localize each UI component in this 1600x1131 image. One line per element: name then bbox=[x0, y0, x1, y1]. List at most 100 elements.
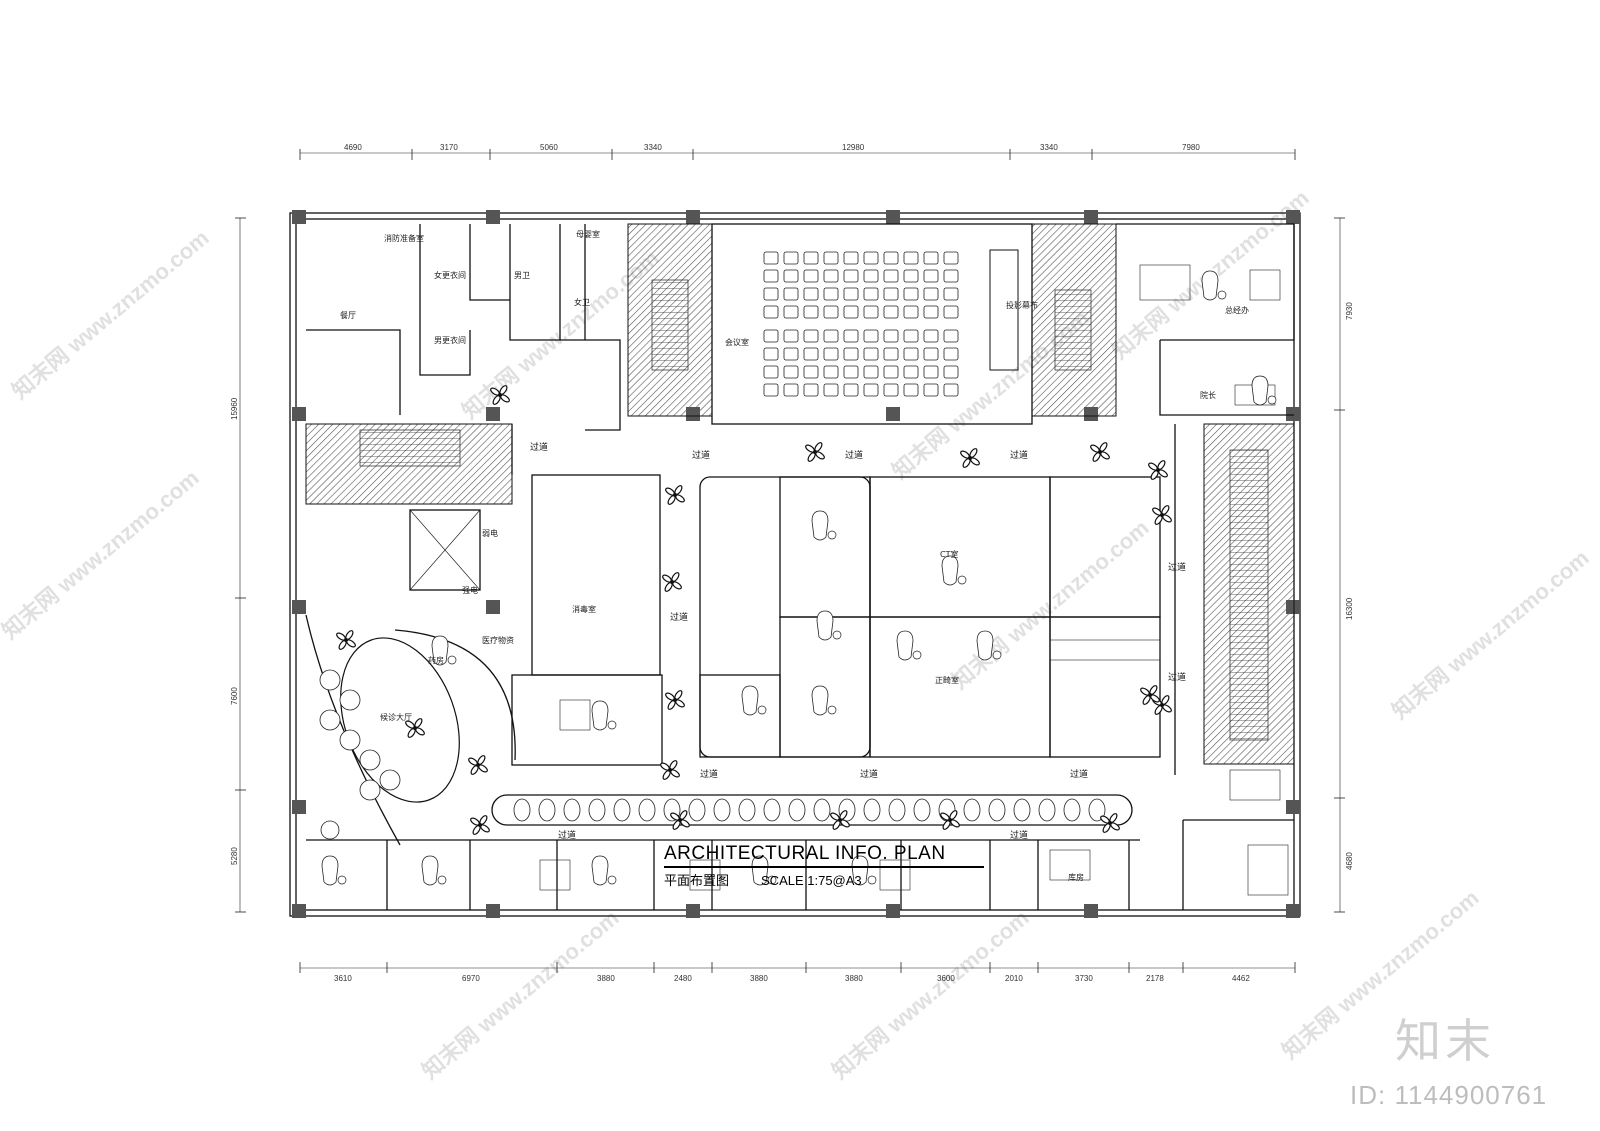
drawing-subtitle: 平面布置图 bbox=[664, 874, 730, 889]
conference-seat bbox=[923, 305, 939, 319]
conference-seat bbox=[903, 383, 919, 397]
dental-chair-icon bbox=[941, 555, 959, 586]
watermark-layer: 知末网 www.znzmo.com 知末网 www.znzmo.com 知末网 … bbox=[0, 185, 1594, 1084]
room-label-female-wc: 女卫 bbox=[574, 297, 590, 307]
conference-seat bbox=[783, 305, 799, 319]
conference-seat bbox=[883, 287, 899, 301]
conference-seat bbox=[883, 365, 899, 379]
dim-top: 12980 bbox=[842, 143, 865, 152]
conference-seat bbox=[763, 383, 779, 397]
stool-icon bbox=[867, 875, 877, 885]
stool-icon bbox=[437, 875, 447, 885]
room-label-mother-baby: 母婴室 bbox=[576, 229, 600, 239]
conference-seat bbox=[783, 251, 799, 265]
stool-icon bbox=[607, 720, 617, 730]
plant-icon bbox=[490, 385, 510, 405]
conference-seat bbox=[843, 305, 859, 319]
dim-left: 7600 bbox=[230, 687, 239, 705]
conference-seat bbox=[903, 329, 919, 343]
waiting-seat bbox=[513, 798, 531, 822]
dim-bottom: 4462 bbox=[1232, 974, 1250, 983]
room-label-lobby: 候诊大厅 bbox=[380, 712, 412, 722]
corridor-label: 过道 bbox=[1168, 671, 1186, 683]
conference-seat bbox=[783, 383, 799, 397]
dental-chair-icon bbox=[741, 685, 759, 716]
conference-seat bbox=[863, 329, 879, 343]
dim-bottom: 3730 bbox=[1075, 974, 1093, 983]
plant-icon bbox=[830, 810, 850, 830]
dim-top: 7980 bbox=[1182, 143, 1200, 152]
dim-top: 3340 bbox=[1040, 143, 1058, 152]
waiting-seat bbox=[913, 798, 931, 822]
dim-bottom: 2480 bbox=[674, 974, 692, 983]
plant-icon bbox=[1140, 685, 1160, 705]
conference-seat bbox=[783, 269, 799, 283]
room-label-ct: CT室 bbox=[940, 549, 958, 559]
conference-seat bbox=[823, 287, 839, 301]
plant-icon bbox=[805, 442, 825, 462]
waiting-seat bbox=[788, 798, 806, 822]
watermark-text: 知末网 www.znzmo.com bbox=[827, 905, 1033, 1084]
conference-seat bbox=[823, 305, 839, 319]
plant-icon bbox=[468, 755, 488, 775]
room-label-male-wc: 男卫 bbox=[514, 271, 530, 280]
corridor-label: 过道 bbox=[860, 768, 878, 780]
conference-seat bbox=[923, 251, 939, 265]
dental-chair-icon bbox=[851, 855, 869, 886]
conference-seat bbox=[923, 347, 939, 361]
waiting-strip-seats bbox=[513, 798, 1106, 822]
conference-seat bbox=[843, 383, 859, 397]
stool-icon bbox=[1217, 290, 1227, 300]
dental-chair-icon bbox=[811, 685, 829, 716]
conference-seat bbox=[803, 329, 819, 343]
stool-icon bbox=[607, 875, 617, 885]
waiting-seat bbox=[863, 798, 881, 822]
conference-seat bbox=[903, 365, 919, 379]
drawing-title: ARCHITECTURAL INFO. PLAN bbox=[664, 843, 984, 868]
plant-icon bbox=[660, 760, 680, 780]
top-dimension-line: 4690 3170 5060 3340 12980 3340 7980 bbox=[299, 143, 1296, 160]
dental-chair-icon bbox=[321, 855, 339, 886]
plant-symbols bbox=[336, 385, 1172, 835]
conference-seat bbox=[863, 347, 879, 361]
conference-seat bbox=[803, 251, 819, 265]
stool-icon bbox=[827, 530, 837, 540]
conference-seat bbox=[843, 251, 859, 265]
dental-chair-icon bbox=[1201, 270, 1219, 301]
stool-icon bbox=[832, 630, 842, 640]
dim-left: 15960 bbox=[230, 397, 239, 420]
dim-left: 5280 bbox=[230, 847, 239, 865]
dim-bottom: 2010 bbox=[1005, 974, 1023, 983]
dim-top: 3170 bbox=[440, 143, 458, 152]
conference-seat bbox=[843, 329, 859, 343]
conference-seat bbox=[943, 305, 959, 319]
conference-seat bbox=[843, 365, 859, 379]
waiting-seat bbox=[538, 798, 556, 822]
conference-seat bbox=[883, 347, 899, 361]
room-label-change-male: 男更衣间 bbox=[434, 335, 466, 345]
waiting-seat bbox=[638, 798, 656, 822]
dim-top: 5060 bbox=[540, 143, 558, 152]
dim-bottom: 3880 bbox=[597, 974, 615, 983]
conference-seat bbox=[883, 383, 899, 397]
waiting-seat bbox=[613, 798, 631, 822]
plant-icon bbox=[665, 690, 685, 710]
conference-seat bbox=[823, 347, 839, 361]
corridor-label: 过道 bbox=[700, 768, 718, 780]
conference-seat bbox=[863, 251, 879, 265]
dental-chair-icon bbox=[431, 635, 449, 666]
conference-seat bbox=[883, 251, 899, 265]
conference-seat bbox=[803, 269, 819, 283]
conference-seat bbox=[843, 347, 859, 361]
waiting-seat bbox=[738, 798, 756, 822]
conference-seat bbox=[763, 329, 779, 343]
stairwells bbox=[305, 223, 1295, 765]
right-dimension-line: 7930 16300 4680 bbox=[1334, 217, 1354, 913]
conference-seat bbox=[823, 329, 839, 343]
conference-seat bbox=[883, 305, 899, 319]
room-label-fire-room: 消防准备室 bbox=[384, 233, 424, 243]
conference-seat bbox=[823, 251, 839, 265]
conference-seat bbox=[863, 269, 879, 283]
